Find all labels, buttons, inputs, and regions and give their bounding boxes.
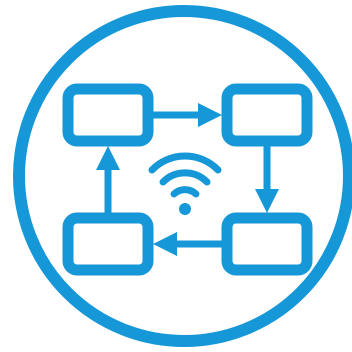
- node-box-bottom-left: [62, 212, 154, 276]
- outer-ring: [13, 5, 352, 347]
- arrow-right-icon: [153, 103, 222, 127]
- node-box-top-left: [62, 83, 154, 147]
- wifi-icon: [148, 152, 222, 215]
- node-box-top-right: [221, 83, 313, 147]
- arrow-left-icon: [153, 232, 222, 256]
- arrow-up-icon: [96, 146, 120, 213]
- node-box-bottom-right: [221, 212, 313, 276]
- arrow-down-icon: [255, 146, 279, 213]
